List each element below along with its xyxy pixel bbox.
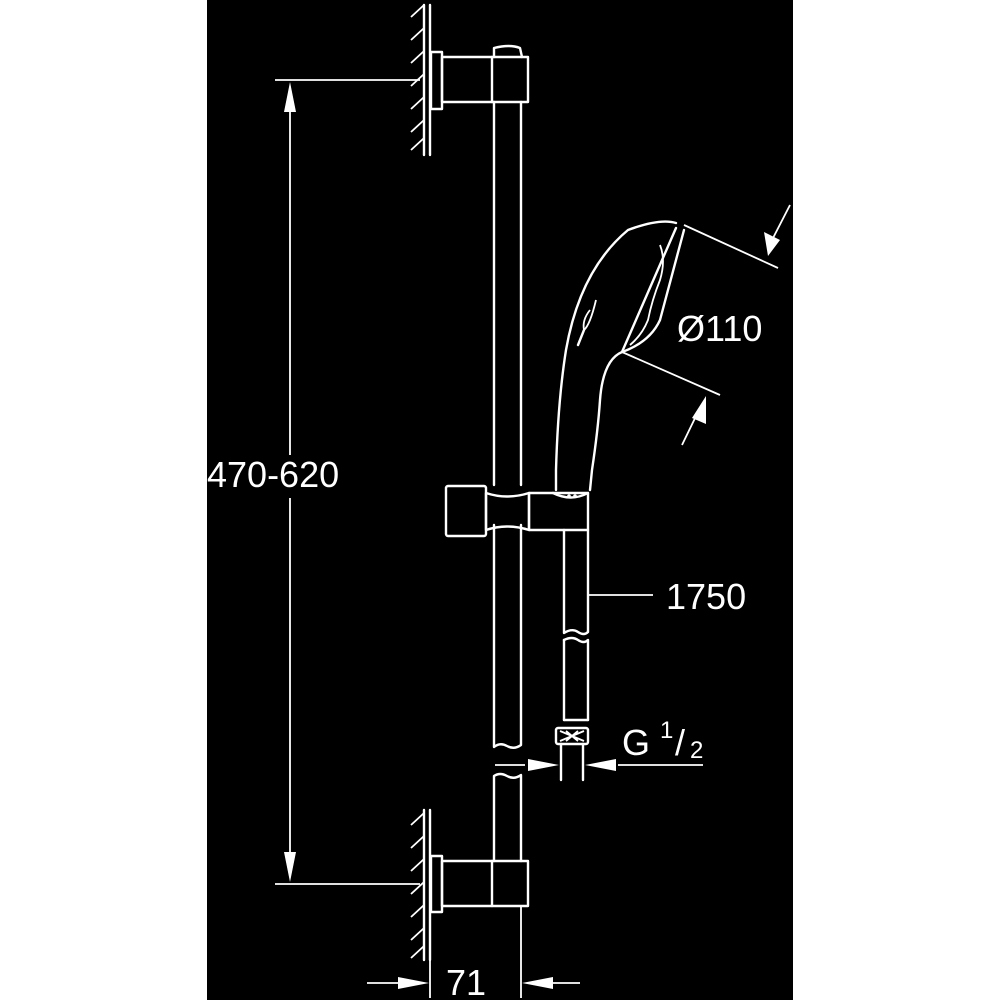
label-wall-offset: 71 [446,962,486,1000]
label-connection-g: G [622,722,650,763]
label-diameter: Ø110 [677,308,762,349]
dimension-connection: G 1 / 2 [495,717,703,771]
shower-hose [554,528,590,782]
label-hose-length: 1750 [666,576,746,617]
dimension-hose-length: 1750 [589,576,746,617]
drawing-panel [207,0,793,1000]
dimension-wall-offset: 71 [367,906,580,1000]
bottom-bracket [429,854,530,914]
dimension-diameter: Ø110 [621,204,791,446]
fraction-slash: / [675,722,685,763]
label-connection-den: 2 [690,737,703,764]
shower-rail [492,100,523,863]
dimension-rail-length: 470-620 [207,79,420,885]
label-rail-length: 470-620 [207,454,339,495]
label-connection-num: 1 [660,717,673,744]
slider-holder [444,484,590,538]
top-bracket [429,44,530,111]
handshower [554,220,686,492]
wall-bottom [410,808,432,962]
